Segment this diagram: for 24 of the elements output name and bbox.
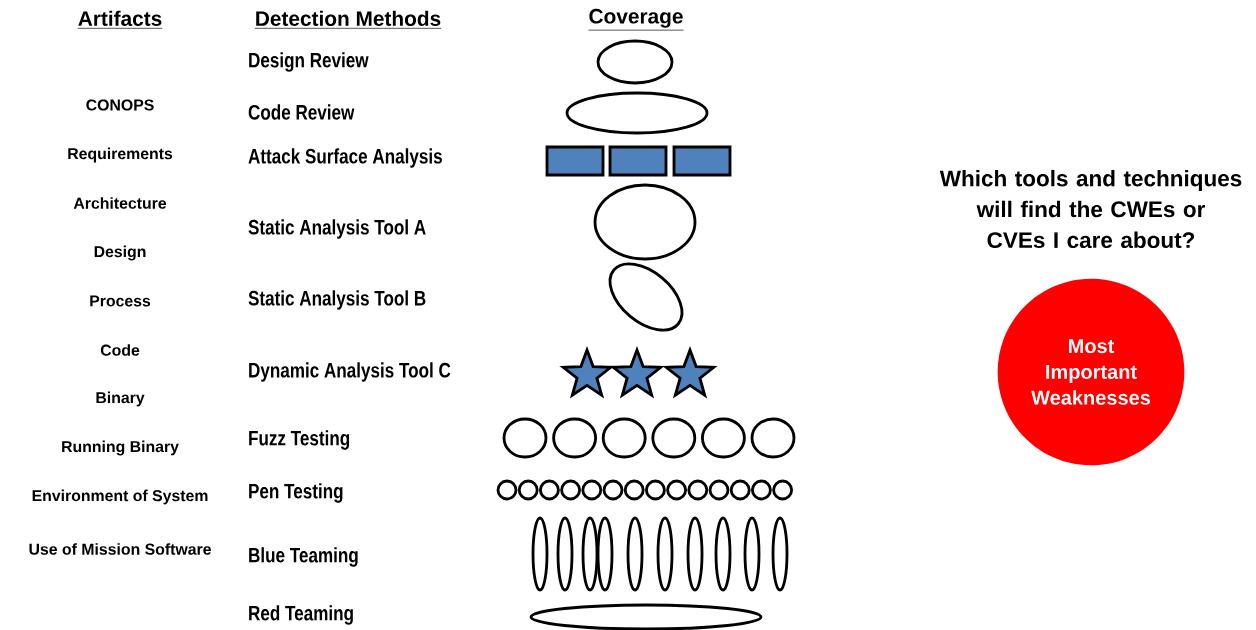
method-label: Code Review: [248, 104, 355, 120]
question-text: Which tools and techniques will find the CWEs or CVEs I care about?: [939, 169, 1242, 249]
column-heading: Coverage: [588, 8, 684, 31]
artifact-label: Use of Mission Software: [29, 543, 211, 555]
artifact-label: Requirements: [68, 147, 173, 163]
method-label: Attack Surface Analysis: [248, 148, 442, 168]
method-label: Pen Testing: [249, 483, 343, 503]
artifact-label: Running Binary: [62, 440, 179, 456]
method-label: Static Analysis Tool A: [248, 219, 426, 239]
method-label: Blue Teaming: [249, 547, 358, 567]
method-label: Design Review: [249, 52, 369, 72]
column-heading: Detection Methods: [254, 10, 442, 29]
artifact-label: Design: [94, 245, 146, 261]
artifact-label: Binary: [96, 391, 145, 407]
column-heading: Artifacts: [77, 10, 163, 29]
method-label: Red Teaming: [249, 605, 353, 625]
method-label: Dynamic Analysis Tool C: [249, 362, 451, 382]
artifact-label: Code: [100, 344, 140, 356]
method-label: Static Analysis Tool B: [248, 290, 426, 310]
artifact-label: Environment of System: [32, 489, 208, 505]
artifact-label: Architecture: [73, 197, 167, 209]
method-label: Fuzz Testing: [249, 430, 350, 450]
artifact-label: Process: [90, 295, 151, 307]
artifact-label: CONOPS: [86, 99, 154, 111]
